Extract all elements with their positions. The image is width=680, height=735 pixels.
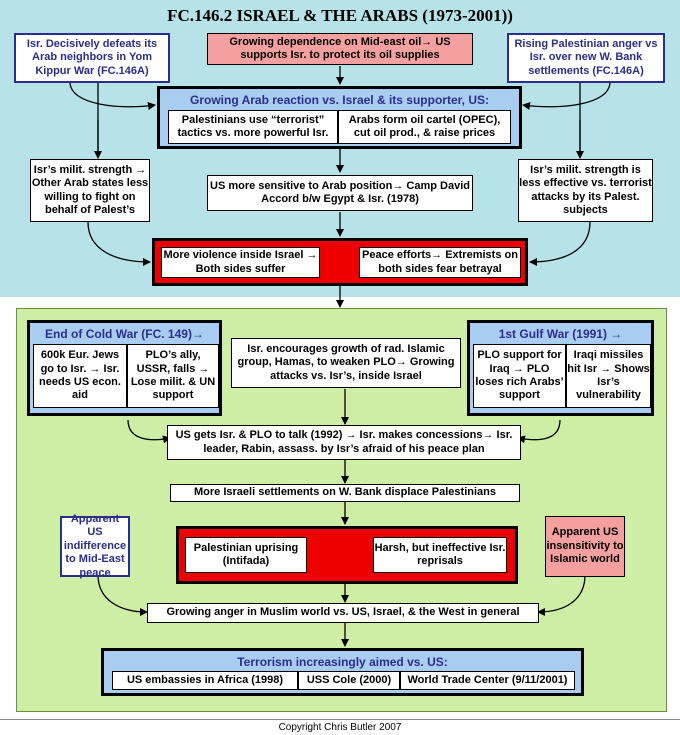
hamas-box: Isr. encourages growth of rad. Islamic g… (231, 338, 461, 388)
footer-divider (0, 719, 680, 720)
diagram-title: FC.146.2 ISRAEL & THE ARABS (1973-2001)) (167, 6, 513, 25)
embassies-africa-item: US embassies in Africa (1998) (112, 671, 298, 690)
terrorism-panel: Terrorism increasingly aimed vs. US: US … (101, 648, 584, 696)
us-indifference-box: Apparent US indifference to Mid-East pea… (60, 513, 130, 579)
growing-anger-box: Growing anger in Muslim world vs. US, Is… (147, 603, 539, 623)
plo-support-iraq-box: PLO support for Iraq → PLO loses rich Ar… (473, 344, 566, 408)
cold-war-title: End of Cold War (FC. 149)→ (45, 327, 204, 341)
intifada-box: Palestinian uprising (Intifada) (185, 537, 307, 573)
intifada-panel: Palestinian uprising (Intifada) Harsh, b… (176, 526, 518, 584)
terrorism-title: Terrorism increasingly aimed vs. US: (237, 655, 448, 669)
eur-jews-box: 600k Eur. Jews go to Isr. → Isr. needs U… (33, 344, 127, 408)
settlements-box: More Israeli settlements on W. Bank disp… (170, 484, 520, 502)
gulf-war-title: 1st Gulf War (1991) → (498, 327, 623, 341)
isr-reprisals-box: Harsh, but ineffective Isr. reprisals (373, 537, 507, 573)
oil-dependence-box: Growing dependence on Mid-east oil→ US s… (207, 33, 473, 65)
arab-reaction-panel: Growing Arab reaction vs. Israel & its s… (157, 86, 522, 149)
more-violence-box: More violence inside Israel → Both sides… (161, 247, 320, 278)
violence-panel: More violence inside Israel → Both sides… (152, 238, 528, 286)
camp-david-box: US more sensitive to Arab position→ Camp… (207, 175, 473, 211)
us-insensitivity-box: Apparent US insensitivity to Islamic wor… (545, 516, 625, 577)
terrorist-tactics-box: Palestinians use “terrorist” tactics vs.… (168, 110, 338, 144)
ussr-falls-box: PLO’s ally, USSR, falls → Lose milit. & … (127, 344, 219, 408)
iraqi-missiles-box: Iraqi missiles hit Isr → Shows Isr’s vul… (566, 344, 651, 408)
uss-cole-item: USS Cole (2000) (298, 671, 400, 690)
peace-efforts-box: Peace efforts→ Extremists on both sides … (359, 247, 521, 278)
peace-talks-box: US gets Isr. & PLO to talk (1992) → Isr.… (167, 425, 521, 460)
arab-states-unwilling-box: Isr’s milit. strength → Other Arab state… (30, 159, 150, 222)
gulf-war-panel: 1st Gulf War (1991) → PLO support for Ir… (467, 320, 654, 416)
opec-cartel-box: Arabs form oil cartel (OPEC), cut oil pr… (338, 110, 511, 144)
arab-reaction-title: Growing Arab reaction vs. Israel & its s… (190, 93, 489, 107)
world-trade-center-item: World Trade Center (9/11/2001) (400, 671, 575, 690)
copyright-text: Copyright Chris Butler 2007 (278, 722, 402, 733)
cold-war-panel: End of Cold War (FC. 149)→ 600k Eur. Jew… (27, 320, 222, 416)
yom-kippur-war-box: Isr. Decisively defeats its Arab neighbo… (14, 33, 170, 83)
palestinian-anger-box: Rising Palestinian anger vs Isr. over ne… (507, 33, 665, 83)
terrorist-attacks-effect-box: Isr’s milit. strength is less effective … (518, 159, 653, 222)
